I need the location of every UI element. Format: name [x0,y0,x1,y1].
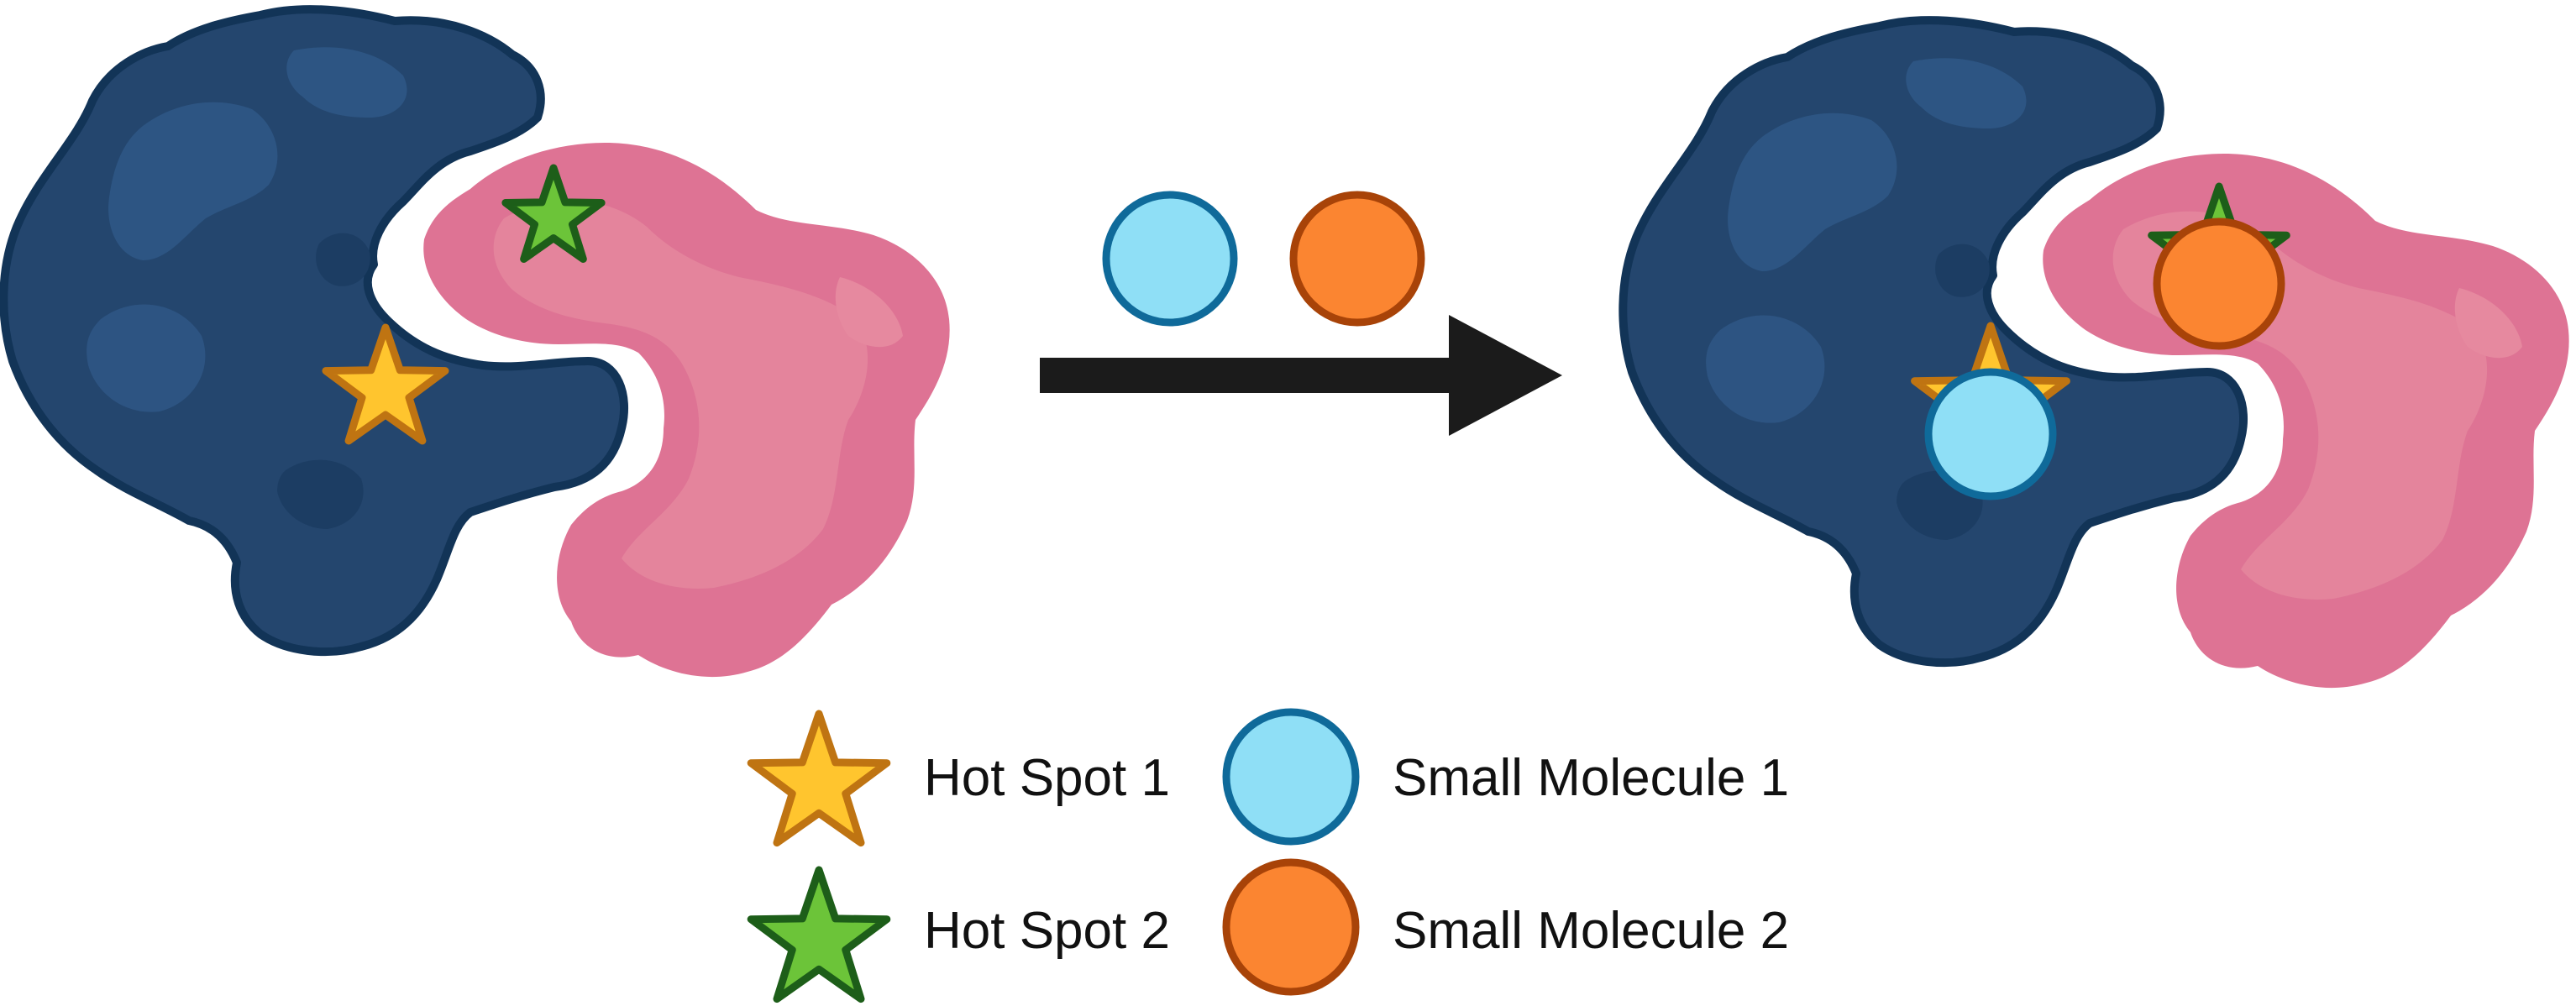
protein-b-left [423,143,950,678]
small-molecule-2-bound [2153,217,2285,350]
left-protein-complex [3,9,950,678]
legend-small-molecule-1-icon [1222,708,1360,846]
legend-label-small-molecule-1: Small Molecule 1 [1393,749,1790,807]
legend [747,708,1360,1003]
small-molecule-2-reactant [1289,191,1425,327]
legend-label-small-molecule-2: Small Molecule 2 [1393,902,1790,960]
reaction-arrow [1040,315,1562,436]
legend-label-hotspot-1: Hot Spot 1 [924,749,1170,807]
legend-hotspot-1-icon [747,710,891,847]
hotspot-2-star-left [501,164,606,263]
hotspot-1-star-left [322,323,449,445]
legend-hotspot-2-icon [747,866,891,1003]
right-protein-complex [1623,20,2569,689]
legend-small-molecule-2-icon [1222,858,1360,996]
small-molecule-1-bound [1924,368,2057,500]
small-molecule-1-reactant [1102,191,1238,327]
legend-label-hotspot-2: Hot Spot 2 [924,902,1170,960]
protein-a-right [1623,20,2243,663]
protein-a-left [3,9,624,652]
